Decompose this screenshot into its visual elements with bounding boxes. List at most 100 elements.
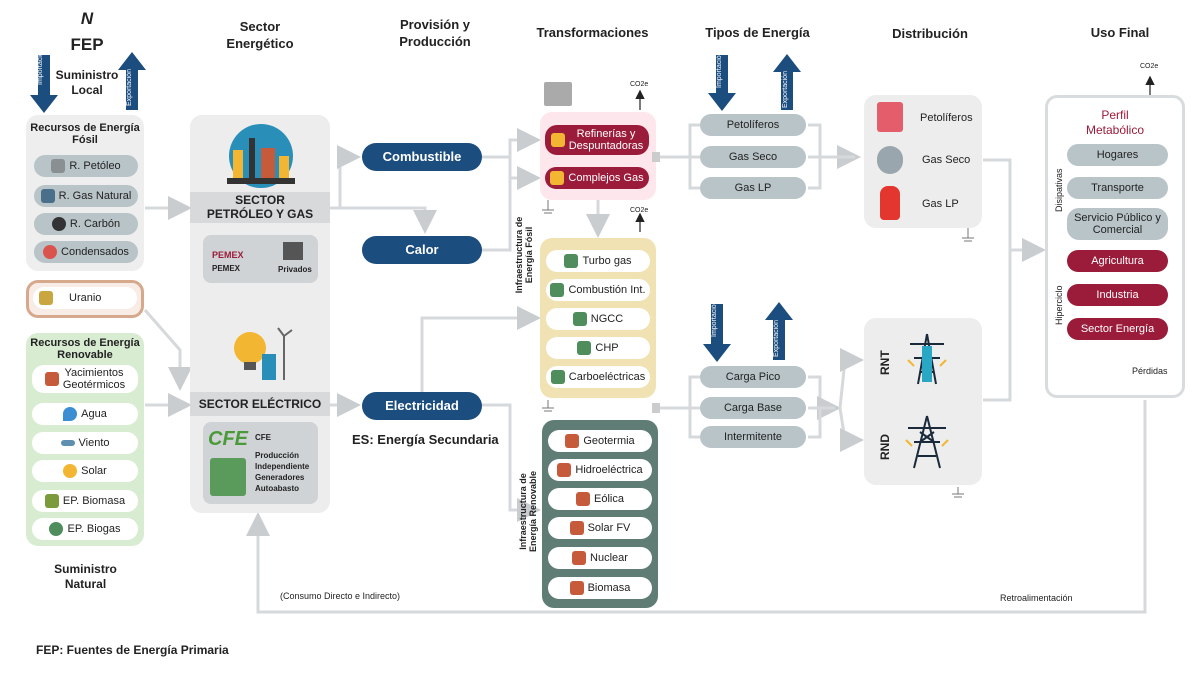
junction-node bbox=[652, 152, 660, 162]
fossil-infra-carboelectricas[interactable]: Carboeléctricas bbox=[546, 366, 650, 388]
fossil-infra-chp[interactable]: CHP bbox=[546, 337, 650, 359]
tipos-import-label: Importación bbox=[716, 51, 723, 88]
other-generators-label: Producción Independiente Generadores Aut… bbox=[255, 451, 310, 493]
uso-sector-energia[interactable]: Sector Energía bbox=[1067, 318, 1168, 340]
fossil-item-gas-natural[interactable]: R. Gas Natural bbox=[34, 185, 138, 207]
map-pin-icon bbox=[569, 521, 584, 535]
renew-item-agua[interactable]: Agua bbox=[32, 403, 138, 425]
combustible-node[interactable]: Combustible bbox=[362, 143, 482, 171]
refinerias-node[interactable]: Refinerías y Despuntadoras bbox=[545, 125, 649, 155]
import-label: Importación bbox=[37, 48, 44, 85]
fossil-infra-ngcc[interactable]: NGCC bbox=[546, 308, 650, 330]
tipos-import-arrow-icon bbox=[708, 55, 736, 111]
renew-item-biogas[interactable]: EP. Biogas bbox=[32, 518, 138, 540]
renew-infra-eolica[interactable]: Eólica bbox=[548, 488, 652, 510]
map-pin-icon bbox=[572, 312, 587, 326]
elec-import-label: Importación bbox=[711, 300, 718, 337]
fossil-item-condensados[interactable]: Condensados bbox=[34, 241, 138, 263]
elec-import-arrow-icon bbox=[703, 304, 731, 362]
renew-item-solar[interactable]: Solar bbox=[32, 460, 138, 482]
map-pin-icon bbox=[569, 581, 584, 595]
uranio-item[interactable]: Uranio bbox=[33, 287, 137, 309]
cfe-logo-icon: CFE bbox=[208, 428, 248, 450]
renew-infra-biomasa[interactable]: Biomasa bbox=[548, 577, 652, 599]
suministro-natural: Suministro Natural bbox=[54, 562, 117, 591]
retroalimentacion-label: Retroalimentación bbox=[1000, 593, 1073, 603]
map-pin-icon bbox=[550, 283, 565, 297]
elec-export-label: Exportación bbox=[773, 320, 780, 357]
renew-infra-nuclear[interactable]: Nuclear bbox=[548, 547, 652, 569]
elec-export-arrow-icon bbox=[765, 302, 793, 360]
renew-infra-geotermia[interactable]: Geotermia bbox=[548, 430, 652, 452]
fep-footnote: FEP: Fuentes de Energía Primaria bbox=[36, 643, 229, 657]
dist-rnd: RND bbox=[878, 434, 892, 460]
fossil-item-petroleo[interactable]: R. Petóleo bbox=[34, 155, 138, 177]
perfil-metabolico-title: Perfil Metabólico bbox=[1085, 108, 1145, 137]
fossil-item-carbon[interactable]: R. Carbón bbox=[34, 213, 138, 235]
fossil-infra-label: Infraestructura de Energía Fósil bbox=[514, 216, 534, 294]
map-pin-icon bbox=[550, 171, 565, 185]
sun-icon bbox=[63, 464, 78, 478]
export-label: Exportación bbox=[126, 69, 133, 106]
water-drop-icon bbox=[63, 407, 78, 421]
uso-transporte[interactable]: Transporte bbox=[1067, 177, 1168, 199]
tipos-export-label: Exportación bbox=[782, 71, 789, 108]
renew-infra-hidroelectrica[interactable]: Hidroeléctrica bbox=[548, 459, 652, 481]
uso-industria[interactable]: Industria bbox=[1067, 284, 1168, 306]
biomass-icon bbox=[44, 494, 59, 508]
fuel-pump-icon bbox=[877, 102, 903, 132]
fossil-infra-combustion[interactable]: Combustión Int. bbox=[546, 279, 650, 301]
uso-hogares[interactable]: Hogares bbox=[1067, 144, 1168, 166]
sector-petroleo-title: SECTOR PETRÓLEO Y GAS bbox=[190, 192, 330, 223]
renew-infra-solar-fv[interactable]: Solar FV bbox=[548, 517, 652, 539]
gas-valve-icon bbox=[877, 146, 903, 174]
private-plant-icon bbox=[283, 242, 303, 260]
header-sector: Sector Energético bbox=[226, 19, 294, 51]
thermometer-icon bbox=[43, 245, 58, 259]
fossil-infra-turbogas[interactable]: Turbo gas bbox=[546, 250, 650, 272]
disipativas-label: Disipativas bbox=[1054, 168, 1064, 212]
import-arrow-icon bbox=[30, 55, 58, 113]
header-distribucion: Distribución bbox=[892, 26, 968, 41]
tipo-carga-base[interactable]: Carga Base bbox=[700, 397, 806, 419]
privados-label: Privados bbox=[278, 265, 312, 274]
dist-petoliferos: Petolíferos bbox=[920, 112, 973, 124]
oil-rig-icon bbox=[51, 159, 66, 173]
pemex-logo-icon: PEMEX bbox=[212, 250, 244, 260]
oil-refinery-illustration-icon bbox=[227, 124, 295, 188]
header-transform: Transformaciones bbox=[536, 25, 649, 40]
tipo-gas-lp[interactable]: Gas LP bbox=[700, 177, 806, 199]
gas-cylinder-icon bbox=[880, 186, 900, 220]
header-provision: Provisión y Producción bbox=[399, 17, 471, 49]
dist-gas-lp: Gas LP bbox=[922, 198, 959, 210]
complejos-gas-node[interactable]: Complejos Gas bbox=[545, 167, 649, 189]
map-pin-icon bbox=[577, 341, 592, 355]
fossil-resources-title: Recursos de Energía Fósil bbox=[30, 122, 140, 146]
pemex-label: PEMEX bbox=[212, 264, 241, 273]
tipo-intermitente[interactable]: Intermitente bbox=[700, 426, 806, 448]
cfe-label: CFE bbox=[255, 433, 271, 442]
map-pin-icon bbox=[557, 463, 572, 477]
uso-agricultura[interactable]: Agricultura bbox=[1067, 250, 1168, 272]
renew-item-biomasa[interactable]: EP. Biomasa bbox=[32, 490, 138, 512]
wind-icon bbox=[60, 440, 75, 446]
calor-node[interactable]: Calor bbox=[362, 236, 482, 264]
dist-elec-panel bbox=[864, 318, 982, 485]
uso-servicio-publico[interactable]: Servicio Público y Comercial bbox=[1067, 208, 1168, 240]
fep-title: FEP bbox=[70, 35, 104, 54]
map-pin-icon bbox=[572, 551, 587, 565]
tipo-carga-pico[interactable]: Carga Pico bbox=[700, 366, 806, 388]
biogas-icon bbox=[49, 522, 64, 536]
uso-final-panel bbox=[1045, 95, 1185, 398]
transmission-tower-icon bbox=[907, 333, 947, 385]
map-pin-icon bbox=[550, 133, 565, 147]
tipo-petoliferos[interactable]: Petolíferos bbox=[700, 114, 806, 136]
refinery-icon bbox=[544, 82, 572, 106]
co2-label-uso: CO2e bbox=[1140, 63, 1159, 70]
renewable-resources-title: Recursos de Energía Renovable bbox=[30, 337, 140, 361]
renew-item-geotermicos[interactable]: Yacimientos Geotérmicos bbox=[32, 365, 138, 393]
renew-item-viento[interactable]: Viento bbox=[32, 432, 138, 454]
header-tipos: Tipos de Energía bbox=[705, 25, 810, 40]
tipo-gas-seco[interactable]: Gas Seco bbox=[700, 146, 806, 168]
electricidad-node[interactable]: Electricidad bbox=[362, 392, 482, 420]
